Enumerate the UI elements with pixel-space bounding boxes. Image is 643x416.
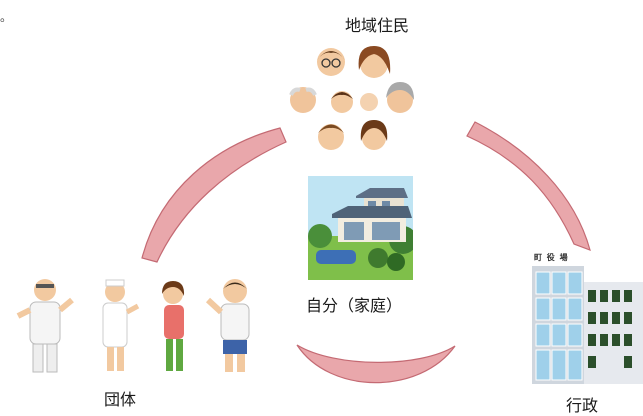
face-grandfather [289, 87, 317, 113]
face-grandmother [386, 82, 414, 113]
self-label: 自分（家庭） [306, 296, 403, 315]
person-nurse [102, 279, 140, 371]
person-woman [162, 281, 185, 371]
face-mother [358, 46, 391, 78]
house-icon [308, 176, 413, 280]
arrow-groups-government [296, 344, 456, 384]
family-icon [289, 46, 414, 150]
people-icon [16, 279, 250, 373]
community-label: 地域住民 [345, 16, 410, 35]
face-daughter [360, 120, 388, 150]
arrow-community-to-groups [141, 127, 287, 263]
arrow-community-to-government [466, 121, 591, 251]
building-sign: 町 役 場 [534, 253, 569, 262]
face-boy [331, 91, 353, 113]
face-father [317, 48, 345, 76]
face-baby [360, 93, 378, 111]
office-building-icon: 町 役 場 [530, 248, 643, 384]
stray-mark: 。 [0, 10, 13, 24]
government-label: 行政 [566, 396, 599, 415]
person-doctor [16, 279, 74, 373]
person-man [205, 279, 250, 372]
groups-label: 団体 [104, 390, 137, 409]
face-son [318, 124, 344, 150]
